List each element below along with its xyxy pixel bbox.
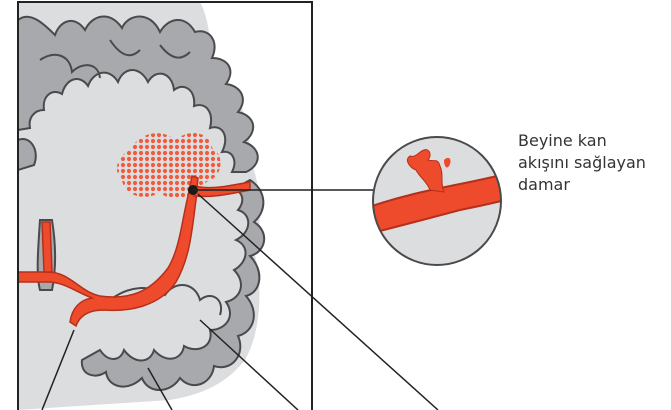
callout-label: Beyine kan akışını sağlayan damar (518, 130, 668, 196)
callout-line-1: Beyine kan (518, 130, 668, 152)
magnified-view (360, 137, 520, 265)
brain-section (18, 2, 264, 410)
callout-line-3: damar (518, 174, 668, 196)
callout-line-2: akışını sağlayan (518, 152, 668, 174)
vessel-branch-left (42, 222, 52, 272)
